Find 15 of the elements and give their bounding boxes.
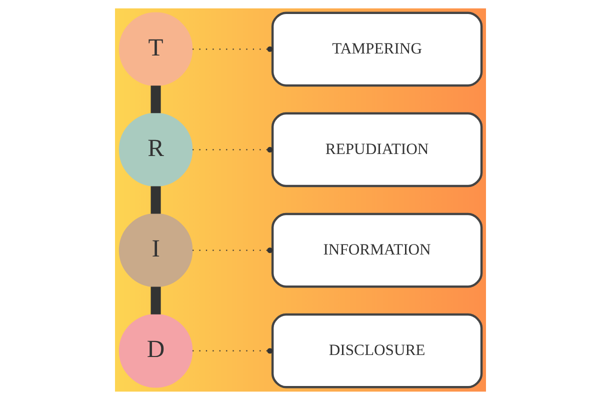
node-box: TAMPERING [270, 12, 482, 87]
node-box: DISCLOSURE [270, 313, 482, 388]
node-circle: I [118, 213, 192, 288]
node-box: REPUDIATION [270, 112, 482, 188]
connector [192, 46, 272, 52]
connector [150, 186, 160, 214]
connector [192, 146, 272, 152]
connector [192, 248, 272, 254]
connector [150, 286, 160, 314]
node-circle: R [118, 112, 192, 187]
connector [150, 86, 160, 114]
node-circle: T [118, 12, 192, 86]
connector [192, 348, 272, 354]
node-circle: D [118, 314, 192, 388]
node-box: INFORMATION [270, 212, 482, 288]
